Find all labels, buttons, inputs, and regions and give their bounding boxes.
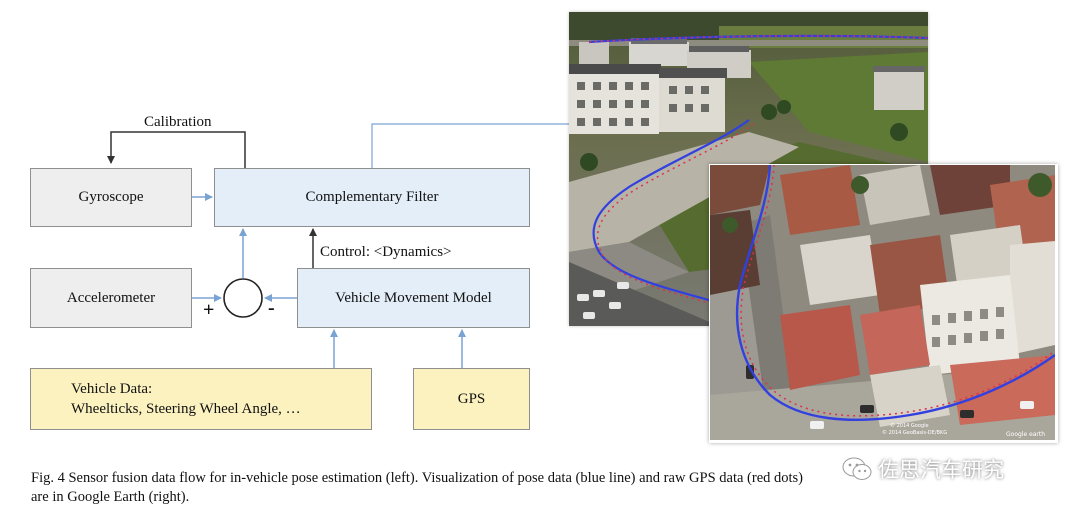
figure-caption: Fig. 4 Sensor fusion data flow for in-ve… — [31, 470, 804, 505]
gyroscope-node: Gyroscope — [30, 168, 192, 227]
vehicle-movement-model-node: Vehicle Movement Model — [297, 268, 530, 328]
filter-to-visualization-line — [371, 123, 569, 168]
accelerometer-label: Accelerometer — [66, 289, 156, 306]
gps-node: GPS — [413, 368, 530, 430]
complementary-filter-node: Complementary Filter — [214, 168, 530, 227]
imagery-copyright-line1: © 2014 Google — [890, 422, 929, 429]
accelerometer-node: Accelerometer — [30, 268, 192, 328]
calibration-label: Calibration — [144, 114, 212, 130]
imagery-google-earth-mark: Google earth — [1006, 431, 1045, 438]
sum-node — [223, 278, 263, 318]
vehicle-data-node: Vehicle Data: Wheelticks, Steering Wheel… — [30, 368, 372, 430]
imagery-copyright-line2: © 2014 GeoBasis-DE/BKG — [882, 429, 947, 436]
complementary-filter-label: Complementary Filter — [305, 189, 439, 205]
plus-sign: + — [203, 299, 215, 321]
calibration-line — [107, 131, 246, 168]
vehicle-data-title: Vehicle Data: — [71, 381, 153, 397]
minus-sign: - — [268, 297, 275, 319]
vehicle-data-detail: Wheelticks, Steering Wheel Angle, … — [71, 401, 301, 417]
wechat-icon — [842, 457, 872, 480]
gps-label: GPS — [457, 390, 486, 407]
control-dynamics-label: Control: <Dynamics> — [320, 244, 452, 260]
watermark-text: 佐思汽车研究 — [878, 458, 1004, 482]
vehicle-movement-model-label: Vehicle Movement Model — [335, 289, 492, 306]
watermark: 佐思汽车研究 — [842, 454, 1004, 484]
aerial-view-closeup: © 2014 Google © 2014 GeoBasis-DE/BKG Goo… — [709, 164, 1058, 443]
gyroscope-label: Gyroscope — [78, 189, 144, 205]
